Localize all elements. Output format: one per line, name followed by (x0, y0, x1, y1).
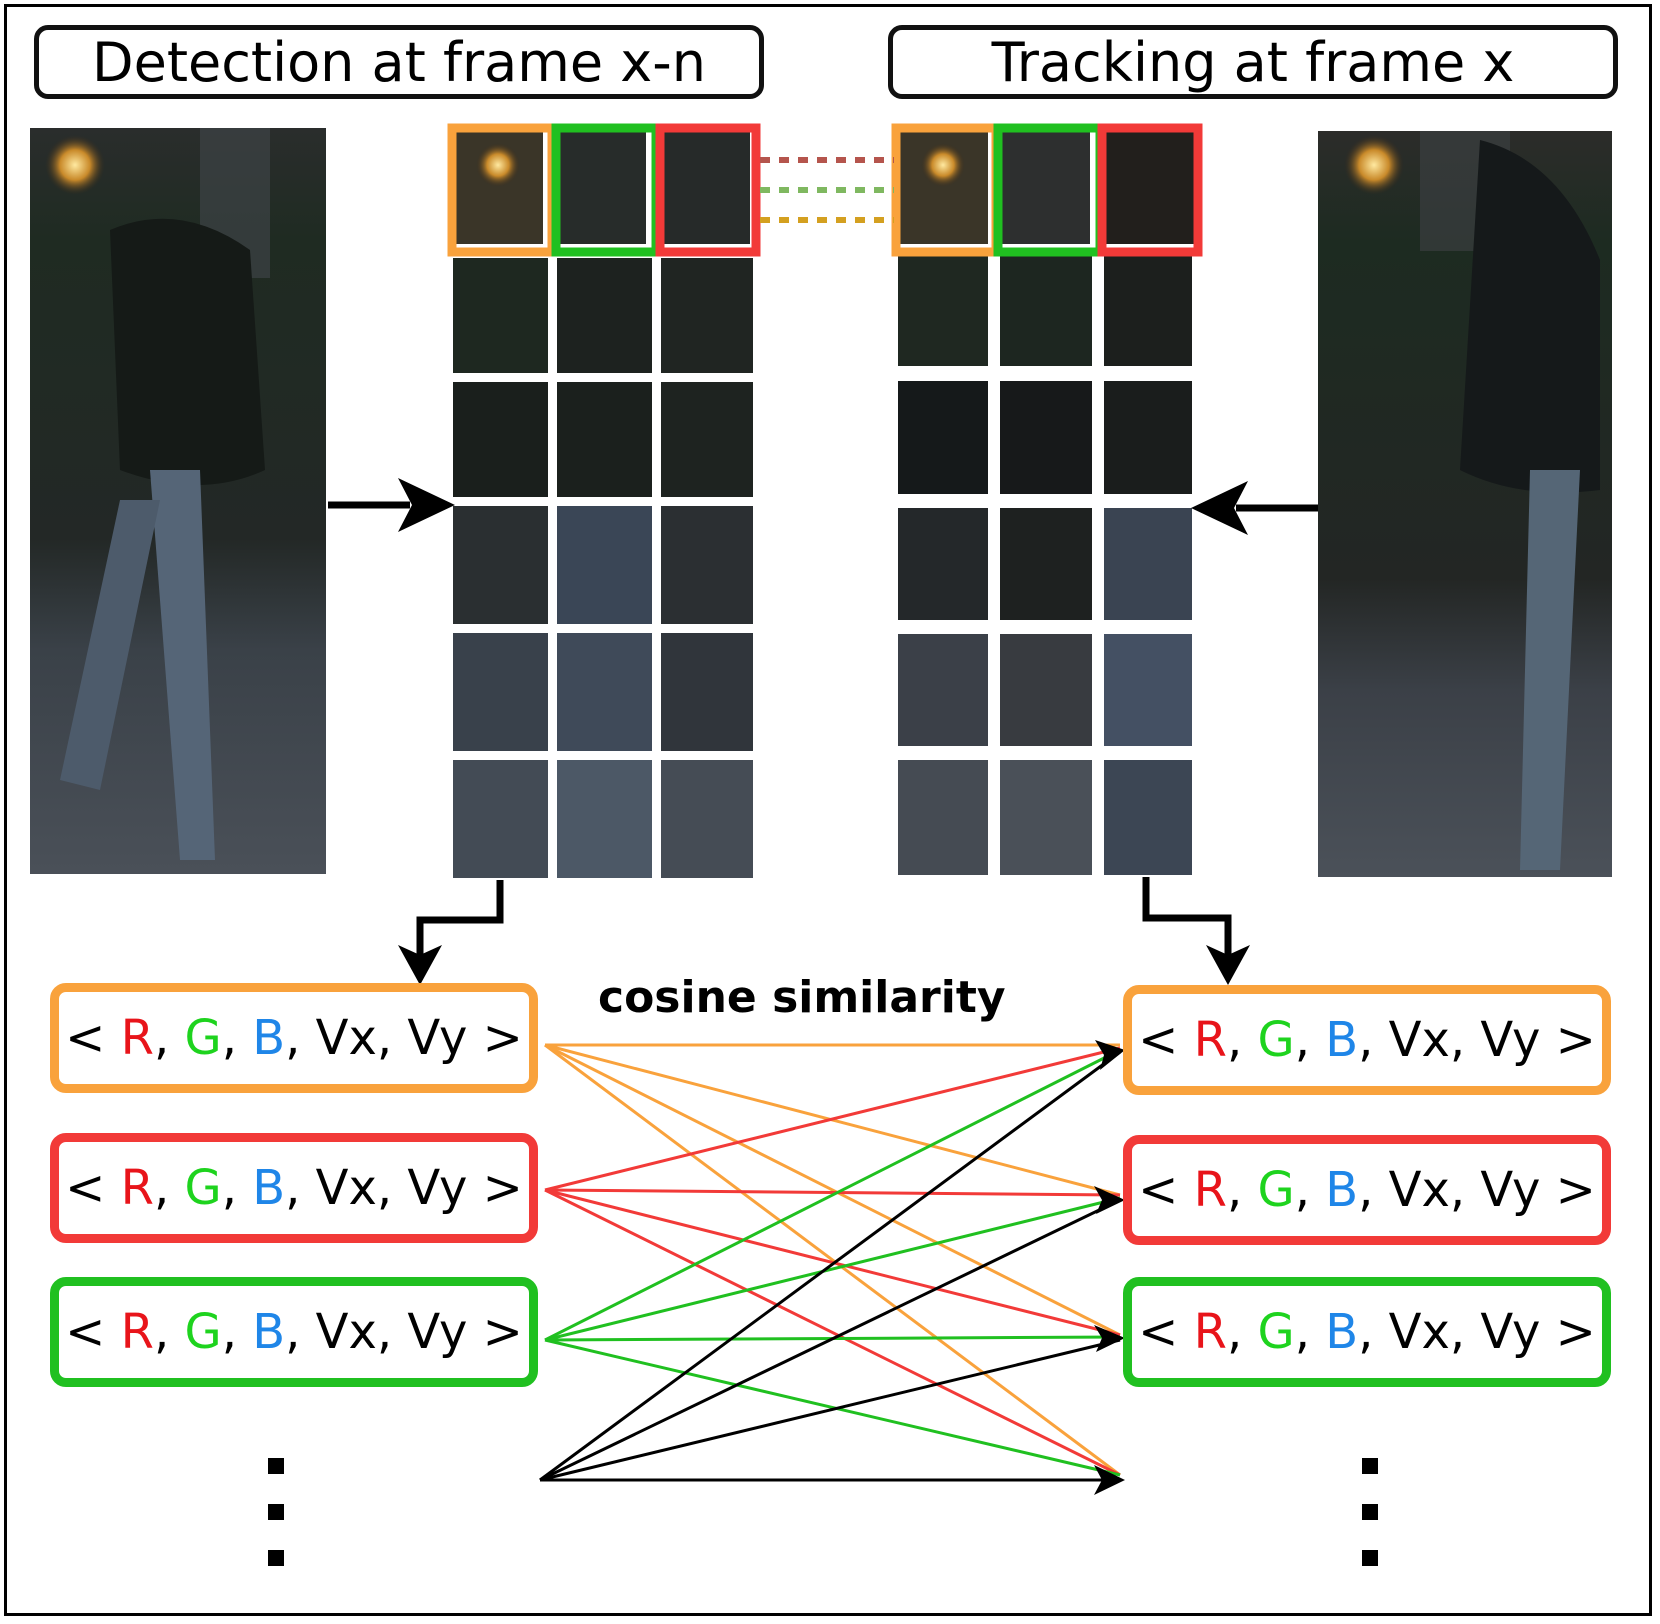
patch-correspondence-lines (760, 157, 894, 223)
component-r: R (1193, 1012, 1227, 1068)
cosine-similarity-label: cosine similarity (598, 972, 1006, 1023)
component-r: R (120, 1304, 154, 1360)
image-to-grid-arrows (328, 478, 1318, 535)
component-b: B (252, 1304, 286, 1360)
component-r: R (120, 1160, 154, 1216)
similarity-arrowheads (1094, 1040, 1125, 1495)
component-r: R (120, 1010, 154, 1066)
component-g: G (1257, 1012, 1295, 1068)
component-b: B (252, 1010, 286, 1066)
grid-to-vector-arrows (416, 877, 1232, 955)
component-b: B (1325, 1162, 1359, 1218)
detection-person-image (30, 128, 326, 874)
component-b: B (1325, 1304, 1359, 1360)
tracking-patch-grid (891, 123, 1203, 875)
component-b: B (1325, 1012, 1359, 1068)
detection-title: Detection at frame x-n (34, 25, 764, 99)
component-b: B (252, 1160, 286, 1216)
tracking-person-image (1318, 131, 1612, 877)
detection-vector-orange: < R, G, B, Vx, Vy > (50, 983, 538, 1093)
detection-vector-red: < R, G, B, Vx, Vy > (50, 1133, 538, 1243)
figure-frame (4, 4, 1652, 1616)
component-r: R (1193, 1162, 1227, 1218)
component-g: G (184, 1160, 222, 1216)
component-g: G (184, 1304, 222, 1360)
detection-continuation-dots (268, 1458, 284, 1596)
detection-patch-grid (447, 123, 761, 878)
tracking-title: Tracking at frame x (888, 25, 1618, 99)
component-g: G (1257, 1162, 1295, 1218)
component-r: R (1193, 1304, 1227, 1360)
detection-vector-green: < R, G, B, Vx, Vy > (50, 1277, 538, 1387)
component-g: G (184, 1010, 222, 1066)
tracking-continuation-dots (1362, 1458, 1378, 1596)
component-g: G (1257, 1304, 1295, 1360)
tracking-vector-orange: < R, G, B, Vx, Vy > (1123, 985, 1611, 1095)
similarity-connections (539, 1043, 1121, 1482)
tracking-vector-green: < R, G, B, Vx, Vy > (1123, 1277, 1611, 1387)
tracking-vector-red: < R, G, B, Vx, Vy > (1123, 1135, 1611, 1245)
